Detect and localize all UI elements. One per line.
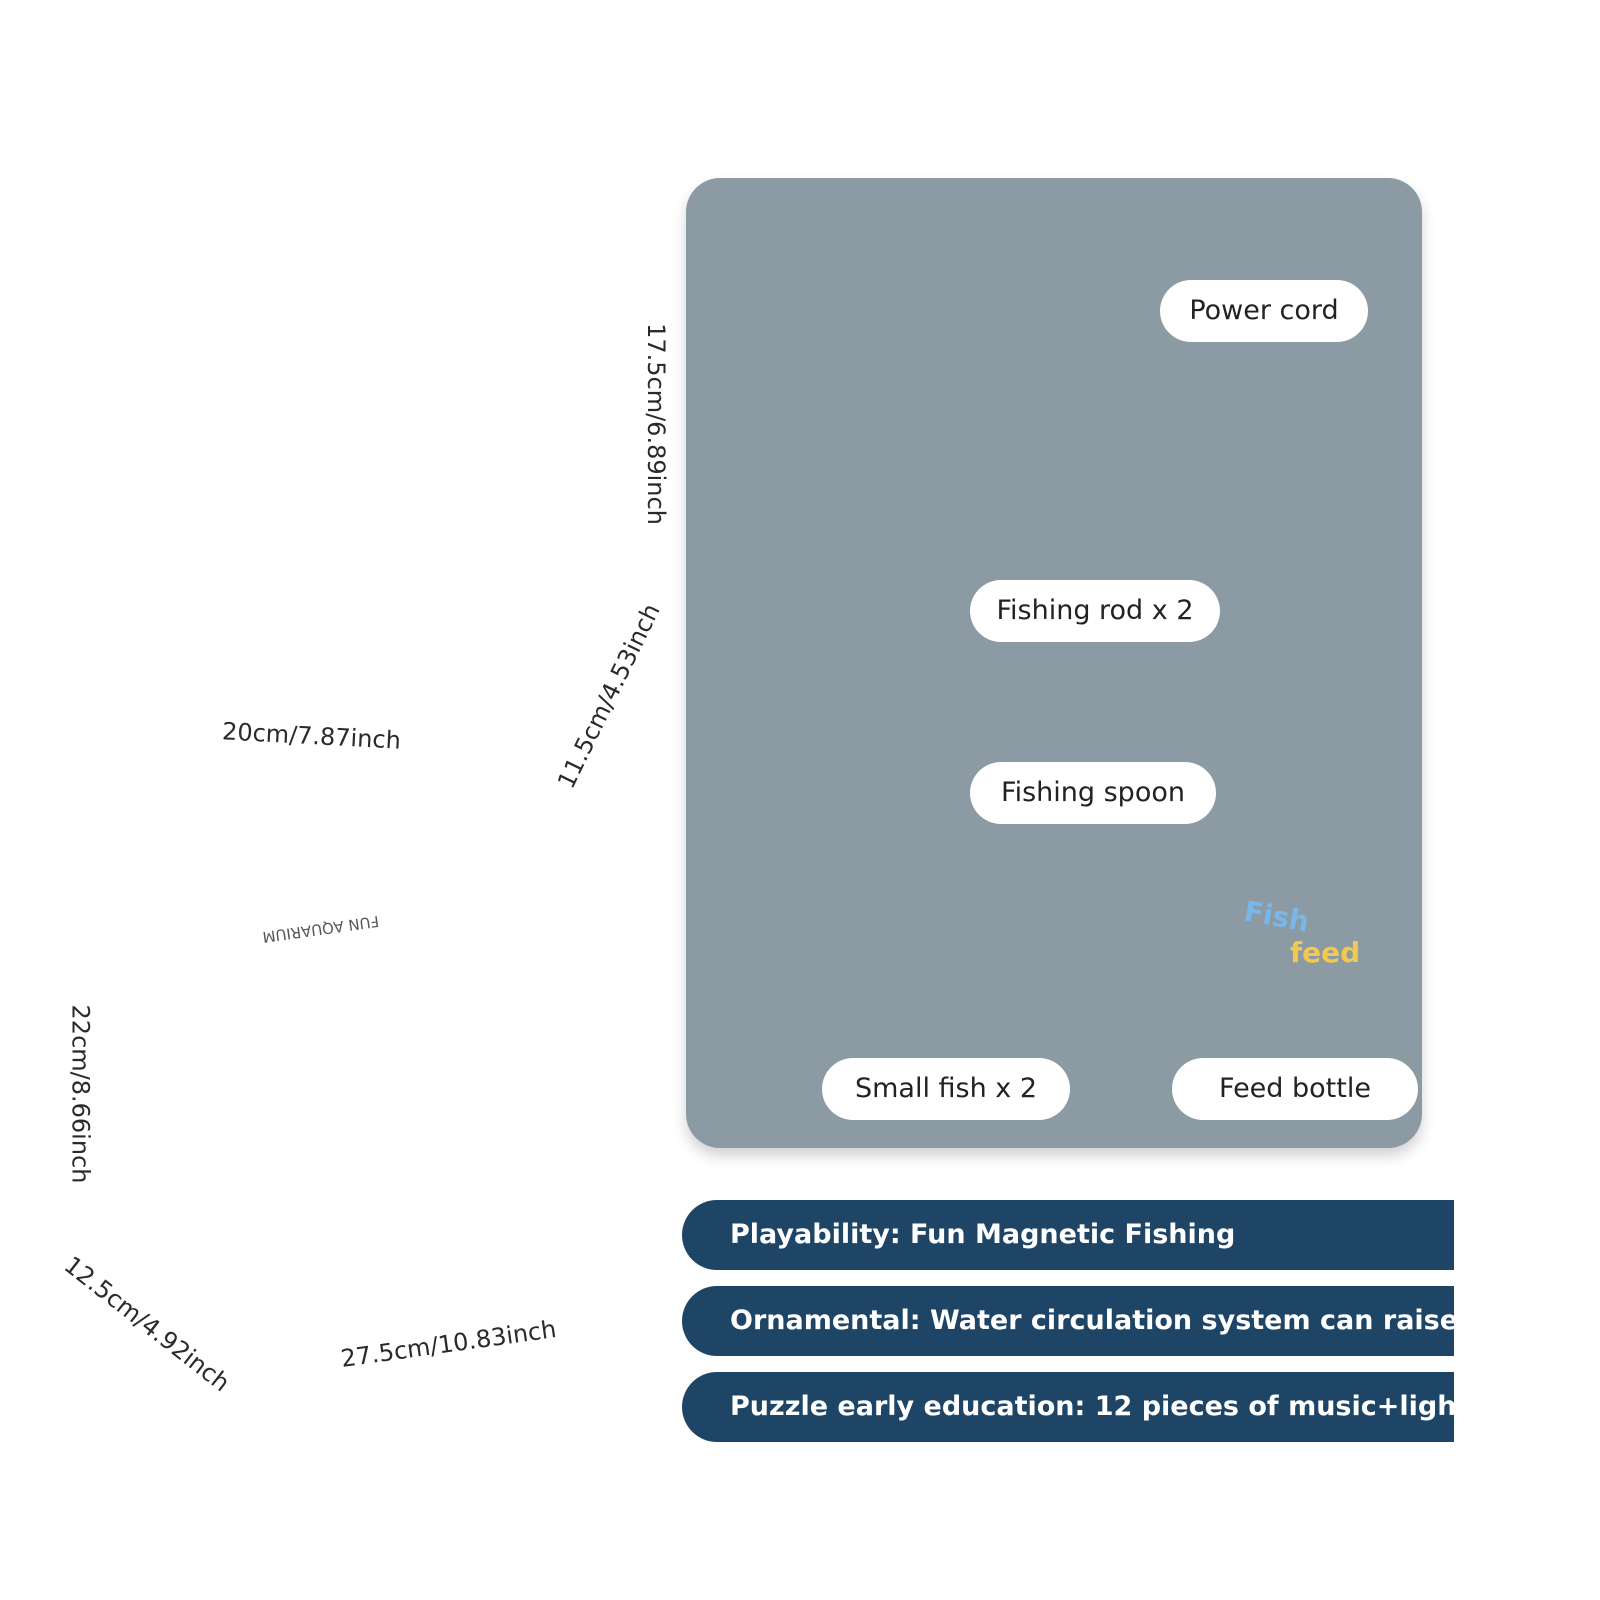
feed-bottle-label: Feed bottle <box>1172 1058 1418 1120</box>
feature-banner-playability: Playability: Fun Magnetic Fishing <box>682 1200 1454 1270</box>
small-fish-label: Small fish x 2 <box>822 1058 1070 1120</box>
feature-text: Playability: Fun Magnetic Fishing <box>730 1219 1236 1250</box>
box-height-label: 22cm/8.66inch <box>66 1004 95 1184</box>
fishing-spoon-label: Fishing spoon <box>970 762 1216 824</box>
feature-banner-education: Puzzle early education: 12 pieces of mus… <box>682 1372 1517 1442</box>
feature-banner-ornamental: Ornamental: Water circulation system can… <box>682 1286 1523 1356</box>
box-width-label: 27.5cm/10.83inch <box>339 1315 558 1373</box>
fishing-rod-label: Fishing rod x 2 <box>970 580 1220 642</box>
feature-text: Puzzle early education: 12 pieces of mus… <box>730 1391 1518 1422</box>
aquarium-width-label: 20cm/7.87inch <box>221 717 402 755</box>
feature-text: Ornamental: Water circulation system can… <box>730 1305 1523 1336</box>
power-cord-label: Power cord <box>1160 280 1368 342</box>
box-age-badge: 3Y+ <box>247 1030 279 1062</box>
aquarium-lid <box>118 218 586 300</box>
aquarium-height-label: 17.5cm/6.89inch <box>641 323 670 525</box>
bottle-text-feed: feed <box>1290 936 1361 969</box>
